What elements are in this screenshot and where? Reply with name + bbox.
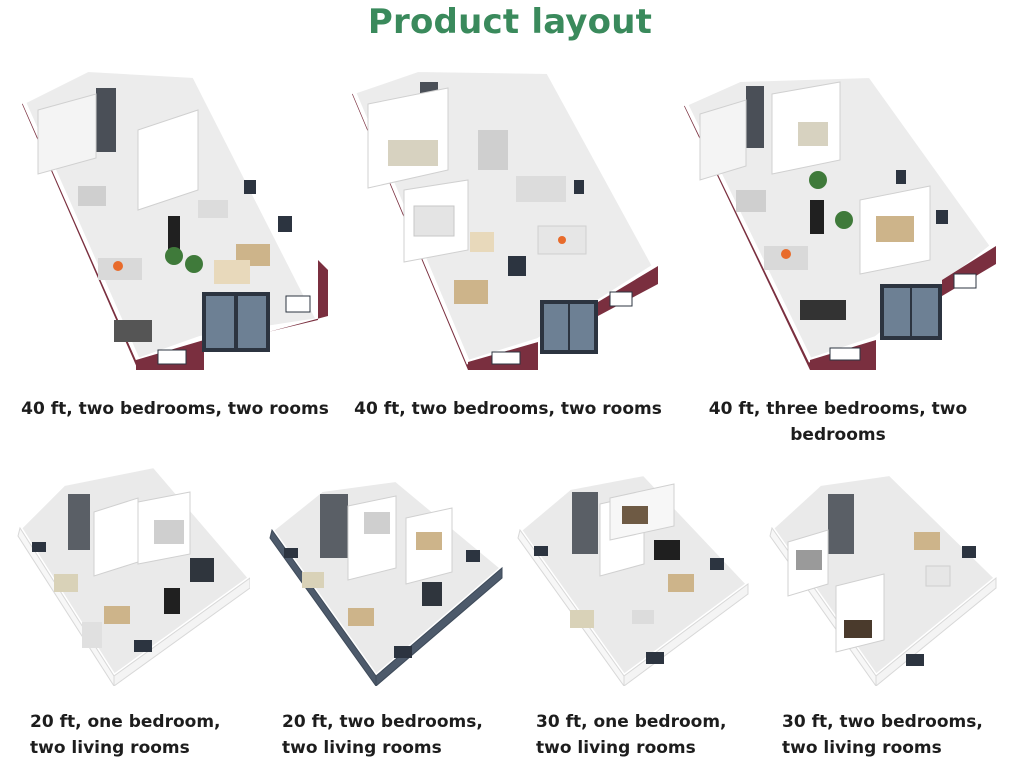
layout-caption-40ft-3: 40 ft, three bedrooms, two bedrooms <box>708 399 968 445</box>
floor-plan-30ft-2 <box>766 470 1002 686</box>
floor-plan-20ft-1 <box>14 462 250 686</box>
floor-plan-40ft-2 <box>348 70 668 370</box>
layout-caption-40ft-2: 40 ft, two bedrooms, two rooms <box>354 399 662 419</box>
layout-caption-20ft-1: 20 ft, one bedroom, two living rooms <box>30 712 221 758</box>
floor-plan-20ft-2 <box>266 476 504 686</box>
floor-plan-40ft-3 <box>680 70 1005 370</box>
page-title: Product layout <box>367 2 653 42</box>
layout-caption-30ft-1: 30 ft, one bedroom, two living rooms <box>536 712 727 758</box>
floor-plan-40ft-1 <box>18 70 338 370</box>
layout-caption-40ft-1: 40 ft, two bedrooms, two rooms <box>21 399 329 419</box>
layout-caption-20ft-2: 20 ft, two bedrooms, two living rooms <box>282 712 483 758</box>
floor-plan-30ft-1 <box>514 470 750 686</box>
layout-caption-30ft-2: 30 ft, two bedrooms, two living rooms <box>782 712 983 758</box>
